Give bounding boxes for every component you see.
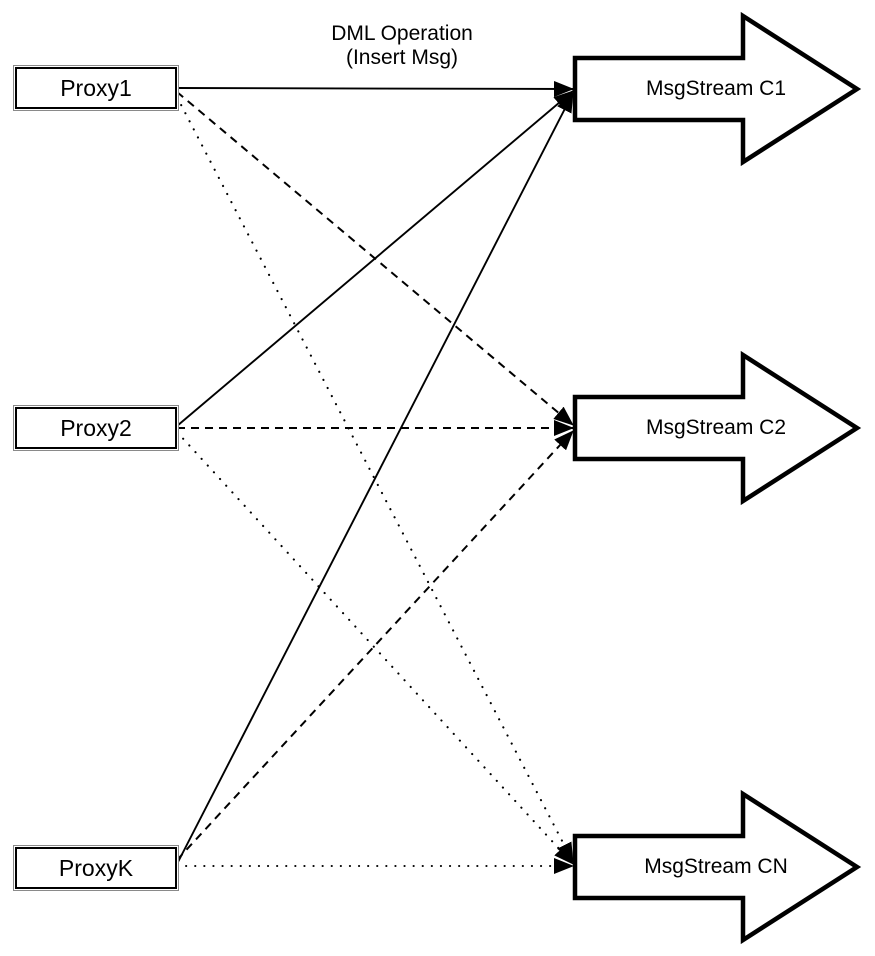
proxy1-box: Proxy1 bbox=[15, 67, 177, 109]
proxy2-label: Proxy2 bbox=[60, 414, 132, 441]
proxyk-label: ProxyK bbox=[58, 854, 134, 881]
proxyk-box: ProxyK bbox=[15, 847, 177, 889]
proxy1-label: Proxy1 bbox=[60, 74, 132, 101]
connection-line-proxy1-msgstream-c2 bbox=[176, 91, 574, 426]
connection-line-proxyk-msgstream-c2 bbox=[176, 430, 574, 861]
block-arrow-msgstream-c2 bbox=[572, 350, 862, 506]
block-arrow-msgstream-c1 bbox=[572, 11, 862, 167]
connection-line-proxyk-msgstream-c1 bbox=[176, 92, 574, 865]
dml-operation-label-line1: DML Operation bbox=[331, 22, 473, 45]
proxy2-box: Proxy2 bbox=[15, 407, 177, 449]
block-arrow-msgstream-cn bbox=[572, 789, 862, 945]
dml-operation-label: DML Operation (Insert Msg) bbox=[292, 22, 512, 70]
connection-line-proxy1-msgstream-c1 bbox=[176, 80, 574, 97]
dml-operation-label-line2: (Insert Msg) bbox=[345, 46, 458, 69]
